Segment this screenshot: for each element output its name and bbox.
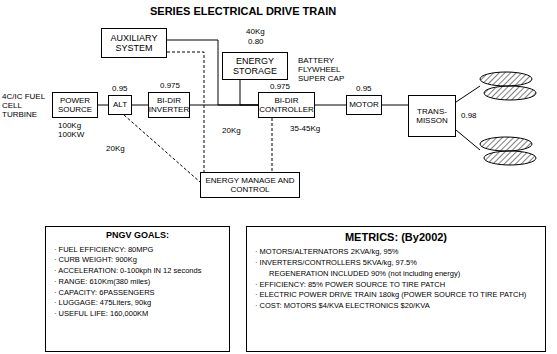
process-box: BI-DIR INVERTER bbox=[148, 92, 190, 118]
panel-heading: METRICS: (By2002) bbox=[255, 230, 537, 244]
annotation: 0.98 bbox=[461, 111, 477, 120]
wheel-symbol bbox=[484, 151, 536, 165]
panel-heading: PNGV GOALS: bbox=[54, 230, 221, 242]
annotation: 0.975 bbox=[270, 82, 290, 91]
box-label: · ACCELERATION: 0-100kph IN 12 seconds bbox=[54, 266, 221, 276]
annotation: 100Kg bbox=[58, 121, 81, 130]
box-label: MOTOR bbox=[349, 100, 379, 109]
info-panel: PNGV GOALS: · FUEL EFFICIENCY: 80MPG· CUR… bbox=[45, 226, 230, 352]
process-box: ALT bbox=[108, 95, 132, 115]
box-label: ENERGY STORAGE bbox=[226, 56, 284, 77]
box-label: · EFFICIENCY: 85% POWER SOURCE TO TIRE P… bbox=[255, 280, 537, 290]
box-label: REGENERATION INCLUDED 90% (not including… bbox=[255, 269, 537, 279]
process-box: POWER SOURCE bbox=[52, 92, 98, 118]
box-label: · INVERTERS/CONTROLLERS 5KVA/kg, 97.5% bbox=[255, 258, 537, 268]
info-panel: METRICS: (By2002) · MOTORS/ALTERNATORS 2K… bbox=[246, 226, 546, 352]
connector bbox=[124, 115, 200, 182]
diagram-title: SERIES ELECTRICAL DRIVE TRAIN bbox=[150, 5, 336, 17]
process-box: ENERGY MANAGE AND CONTROL bbox=[200, 172, 300, 198]
process-box: AUXILIARY SYSTEM bbox=[101, 28, 167, 58]
wheel-symbol bbox=[484, 86, 536, 100]
box-label: · USEFUL LIFE: 160,000KM bbox=[54, 309, 221, 319]
annotation: 0.80 bbox=[248, 37, 264, 46]
connector bbox=[98, 105, 108, 106]
connector bbox=[240, 80, 258, 105]
connector bbox=[315, 105, 346, 106]
annotation: 0.95 bbox=[112, 84, 128, 93]
box-label: · ELECTRIC POWER DRIVE TRAIN 180kg (POWE… bbox=[255, 290, 537, 300]
box-label: BI-DIR CONTROLLER bbox=[259, 96, 314, 114]
box-label: TRANS- MISSON bbox=[412, 107, 452, 125]
axle-line bbox=[456, 86, 480, 102]
box-label: POWER SOURCE bbox=[56, 96, 94, 114]
connector bbox=[132, 105, 148, 106]
annotation: 0.95 bbox=[356, 84, 372, 93]
annotation: BATTERY FLYWHEEL SUPER CAP bbox=[298, 56, 348, 84]
box-label: ENERGY MANAGE AND CONTROL bbox=[204, 176, 296, 194]
annotation: 20Kg bbox=[106, 144, 125, 153]
connector bbox=[272, 118, 273, 172]
box-label: · CURB WEIGHT: 900Kg bbox=[54, 255, 221, 265]
annotation: 20Kg bbox=[222, 126, 241, 135]
process-box: BI-DIR CONTROLLER bbox=[258, 92, 315, 118]
box-label: · FUEL EFFICIENCY: 80MPG bbox=[54, 245, 221, 255]
wheel-symbol bbox=[480, 72, 532, 86]
wheel-symbol bbox=[480, 137, 532, 151]
annotation: 100KW bbox=[58, 130, 84, 139]
box-label: · CAPACITY: 6PASSENGERS bbox=[54, 288, 221, 298]
box-label: ALT bbox=[113, 100, 127, 109]
process-box: TRANS- MISSON bbox=[408, 95, 456, 137]
box-label: · LUGGAGE: 475Liters, 90kg bbox=[54, 298, 221, 308]
connector bbox=[382, 105, 408, 106]
annotation: 4C/IC FUEL CELL TURBINE bbox=[2, 92, 48, 120]
annotation: 35-45Kg bbox=[290, 124, 320, 133]
process-box: ENERGY STORAGE bbox=[222, 52, 288, 80]
axle-line bbox=[456, 130, 480, 150]
box-label: · COST: MOTORS $4/KVA ELECTRONICS $20/KV… bbox=[255, 301, 537, 311]
process-box: MOTOR bbox=[346, 95, 382, 115]
annotation: 0.975 bbox=[160, 81, 180, 90]
annotation: 40Kg bbox=[246, 27, 265, 36]
box-label: BI-DIR INVERTER bbox=[149, 96, 189, 114]
box-label: AUXILIARY SYSTEM bbox=[105, 33, 163, 54]
box-label: · RANGE: 610Km(380 miles) bbox=[54, 277, 221, 287]
box-label: · MOTORS/ALTERNATORS 2KVA/kg, 95% bbox=[255, 247, 537, 257]
